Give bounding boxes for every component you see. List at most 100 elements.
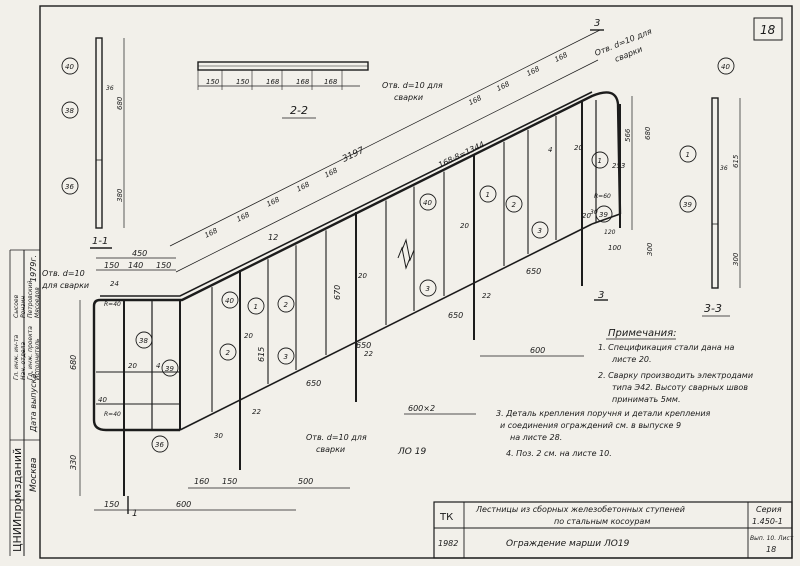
dim-r60: R=60 bbox=[594, 193, 611, 200]
stamp-name-2: Ронзин bbox=[20, 296, 27, 318]
section-marks: 1-1 1 3 3 bbox=[90, 18, 608, 519]
dim-650-d: 650 bbox=[526, 267, 541, 276]
callout-3-11: 3 bbox=[277, 347, 295, 365]
tb-title-line3: Ограждение марши ЛО19 bbox=[506, 539, 630, 549]
dim-22-a: 22 bbox=[252, 408, 261, 416]
callout-3-15: 3 bbox=[531, 221, 549, 239]
callout-2-10: 2 bbox=[277, 295, 295, 313]
hole-main-line1: Отв. d=10 bbox=[42, 269, 85, 278]
callout-1-20: 1 bbox=[679, 145, 697, 163]
drawing-mark: ЛО 19 bbox=[397, 447, 426, 457]
stamp-name-4: Мясоедов bbox=[34, 287, 41, 318]
dim-4-main: 4 bbox=[548, 146, 552, 154]
dim-650-b: 650 bbox=[356, 341, 371, 350]
dim-20-land: 20 bbox=[128, 362, 137, 370]
hole-bottom-line1: Отв. d=10 для bbox=[306, 433, 367, 442]
side-stamp: ЦНИИпромзданий Москва Дата выпуска: 1979… bbox=[9, 249, 41, 556]
side-city: Москва bbox=[29, 458, 39, 492]
callout-text: 1 bbox=[686, 151, 690, 159]
tb-title-line2: по стальным косоурам bbox=[554, 517, 650, 526]
callout-38-4: 38 bbox=[135, 331, 153, 349]
callout-text: 1 bbox=[486, 191, 490, 199]
tb-sheet: 18 bbox=[766, 545, 776, 554]
callout-text: 3 bbox=[538, 227, 542, 235]
s22-label: 2-2 bbox=[290, 104, 308, 117]
dim-20-d: 20 bbox=[574, 144, 583, 152]
dim-650-a: 650 bbox=[306, 379, 321, 388]
dim-24: 24 bbox=[110, 280, 119, 288]
pitch-label-9: 168 bbox=[553, 51, 569, 64]
callout-text: 40 bbox=[423, 199, 432, 207]
pitch-label-6: 168 bbox=[467, 94, 483, 107]
s22-dim-2: 150 bbox=[236, 78, 250, 86]
s11-dim-36: 36 bbox=[106, 85, 114, 92]
dim-140: 140 bbox=[128, 261, 143, 270]
callout-text: 40 bbox=[65, 63, 74, 71]
pitch-label-7: 168 bbox=[495, 80, 511, 93]
dim-566: 566 bbox=[624, 128, 632, 142]
callout-36-6: 36 bbox=[151, 435, 169, 453]
side-org: ЦНИИпромзданий bbox=[11, 448, 24, 552]
stamp-role-3: Гл. инж. проекта bbox=[27, 326, 34, 380]
dim-r40-top: R=40 bbox=[104, 301, 121, 308]
dim-20-b: 20 bbox=[358, 272, 367, 280]
s11-dim-380: 380 bbox=[116, 188, 124, 202]
dim-20-right: 20 bbox=[582, 212, 591, 220]
callout-text: 3 bbox=[284, 353, 288, 361]
railing-main-view bbox=[92, 91, 622, 496]
sheet-frame: 18 bbox=[39, 5, 793, 559]
pitch-label-4: 168 bbox=[295, 180, 311, 193]
dim-22-c: 22 bbox=[482, 292, 491, 300]
side-date-label: Дата выпуска: bbox=[29, 371, 38, 433]
notes-block: Примечания: 1. Спецификация стали дана н… bbox=[496, 328, 753, 458]
s22-dim-3: 168 bbox=[266, 78, 280, 86]
callout-40-12: 40 bbox=[419, 193, 437, 211]
s22-hole-line2: сварки bbox=[394, 93, 423, 102]
dim-4-land: 4 bbox=[156, 362, 160, 370]
section-1-1-label: 1-1 bbox=[92, 236, 108, 247]
callout-38-2: 38 bbox=[61, 101, 79, 119]
main-dimensions: 150 140 150 450 24 R=40 R=40 20 4 40 680… bbox=[69, 96, 654, 511]
callout-1-9: 1 bbox=[247, 297, 265, 315]
tb-tk: ТК bbox=[439, 512, 453, 523]
s22-dim-1: 150 bbox=[206, 78, 220, 86]
s33-dim-615: 615 bbox=[732, 154, 740, 168]
s33-label: 3-3 bbox=[704, 302, 722, 315]
dim-168x8: 168·8=1344 bbox=[437, 140, 486, 170]
callout-text: 3 bbox=[426, 285, 430, 293]
s33-dim-36: 36 bbox=[720, 165, 728, 172]
tb-series-label: Серия bbox=[756, 505, 782, 514]
callout-text: 39 bbox=[683, 201, 692, 209]
callout-text: 39 bbox=[165, 365, 174, 373]
callout-text: 2 bbox=[284, 301, 289, 309]
callout-text: 36 bbox=[155, 441, 164, 449]
callout-40-7: 40 bbox=[221, 291, 239, 309]
sheet-number: 18 bbox=[760, 23, 776, 37]
callout-39-5: 39 bbox=[161, 359, 179, 377]
note-line-4: типа Э42. Высоту сварных швов bbox=[612, 383, 748, 392]
callout-text: 39 bbox=[599, 211, 608, 219]
tb-issue: Вып. 10. Лист bbox=[750, 535, 794, 542]
hole-main-line2: для сварки bbox=[41, 281, 89, 290]
note-line-6: 3. Деталь крепления поручня и детали кре… bbox=[496, 409, 711, 418]
dim-150-c: 150 bbox=[222, 477, 237, 486]
dim-253: 253 bbox=[612, 162, 625, 170]
dim-600x2: 600×2 bbox=[408, 404, 435, 413]
side-year: 1979г. bbox=[29, 255, 38, 282]
note-line-3: 2. Сварку производить электродами bbox=[598, 371, 753, 380]
dim-500: 500 bbox=[298, 477, 313, 486]
dim-r40-bottom: R=40 bbox=[104, 411, 121, 418]
s11-dim-680: 680 bbox=[116, 96, 124, 110]
stamp-name-3: Петровский bbox=[27, 280, 34, 318]
pitch-label-8: 168 bbox=[525, 65, 541, 78]
title-block: ТК 1982 Лестницы из сборных железобетонн… bbox=[433, 501, 794, 559]
note-line-5: принимать 5мм. bbox=[612, 395, 681, 404]
stamp-role-4: Исполнитель bbox=[34, 338, 41, 380]
callout-40-1: 40 bbox=[61, 57, 79, 75]
note-line-1: 1. Спецификация стали дана на bbox=[598, 343, 734, 352]
callout-text: 36 bbox=[65, 183, 74, 191]
dim-100: 100 bbox=[608, 244, 622, 252]
